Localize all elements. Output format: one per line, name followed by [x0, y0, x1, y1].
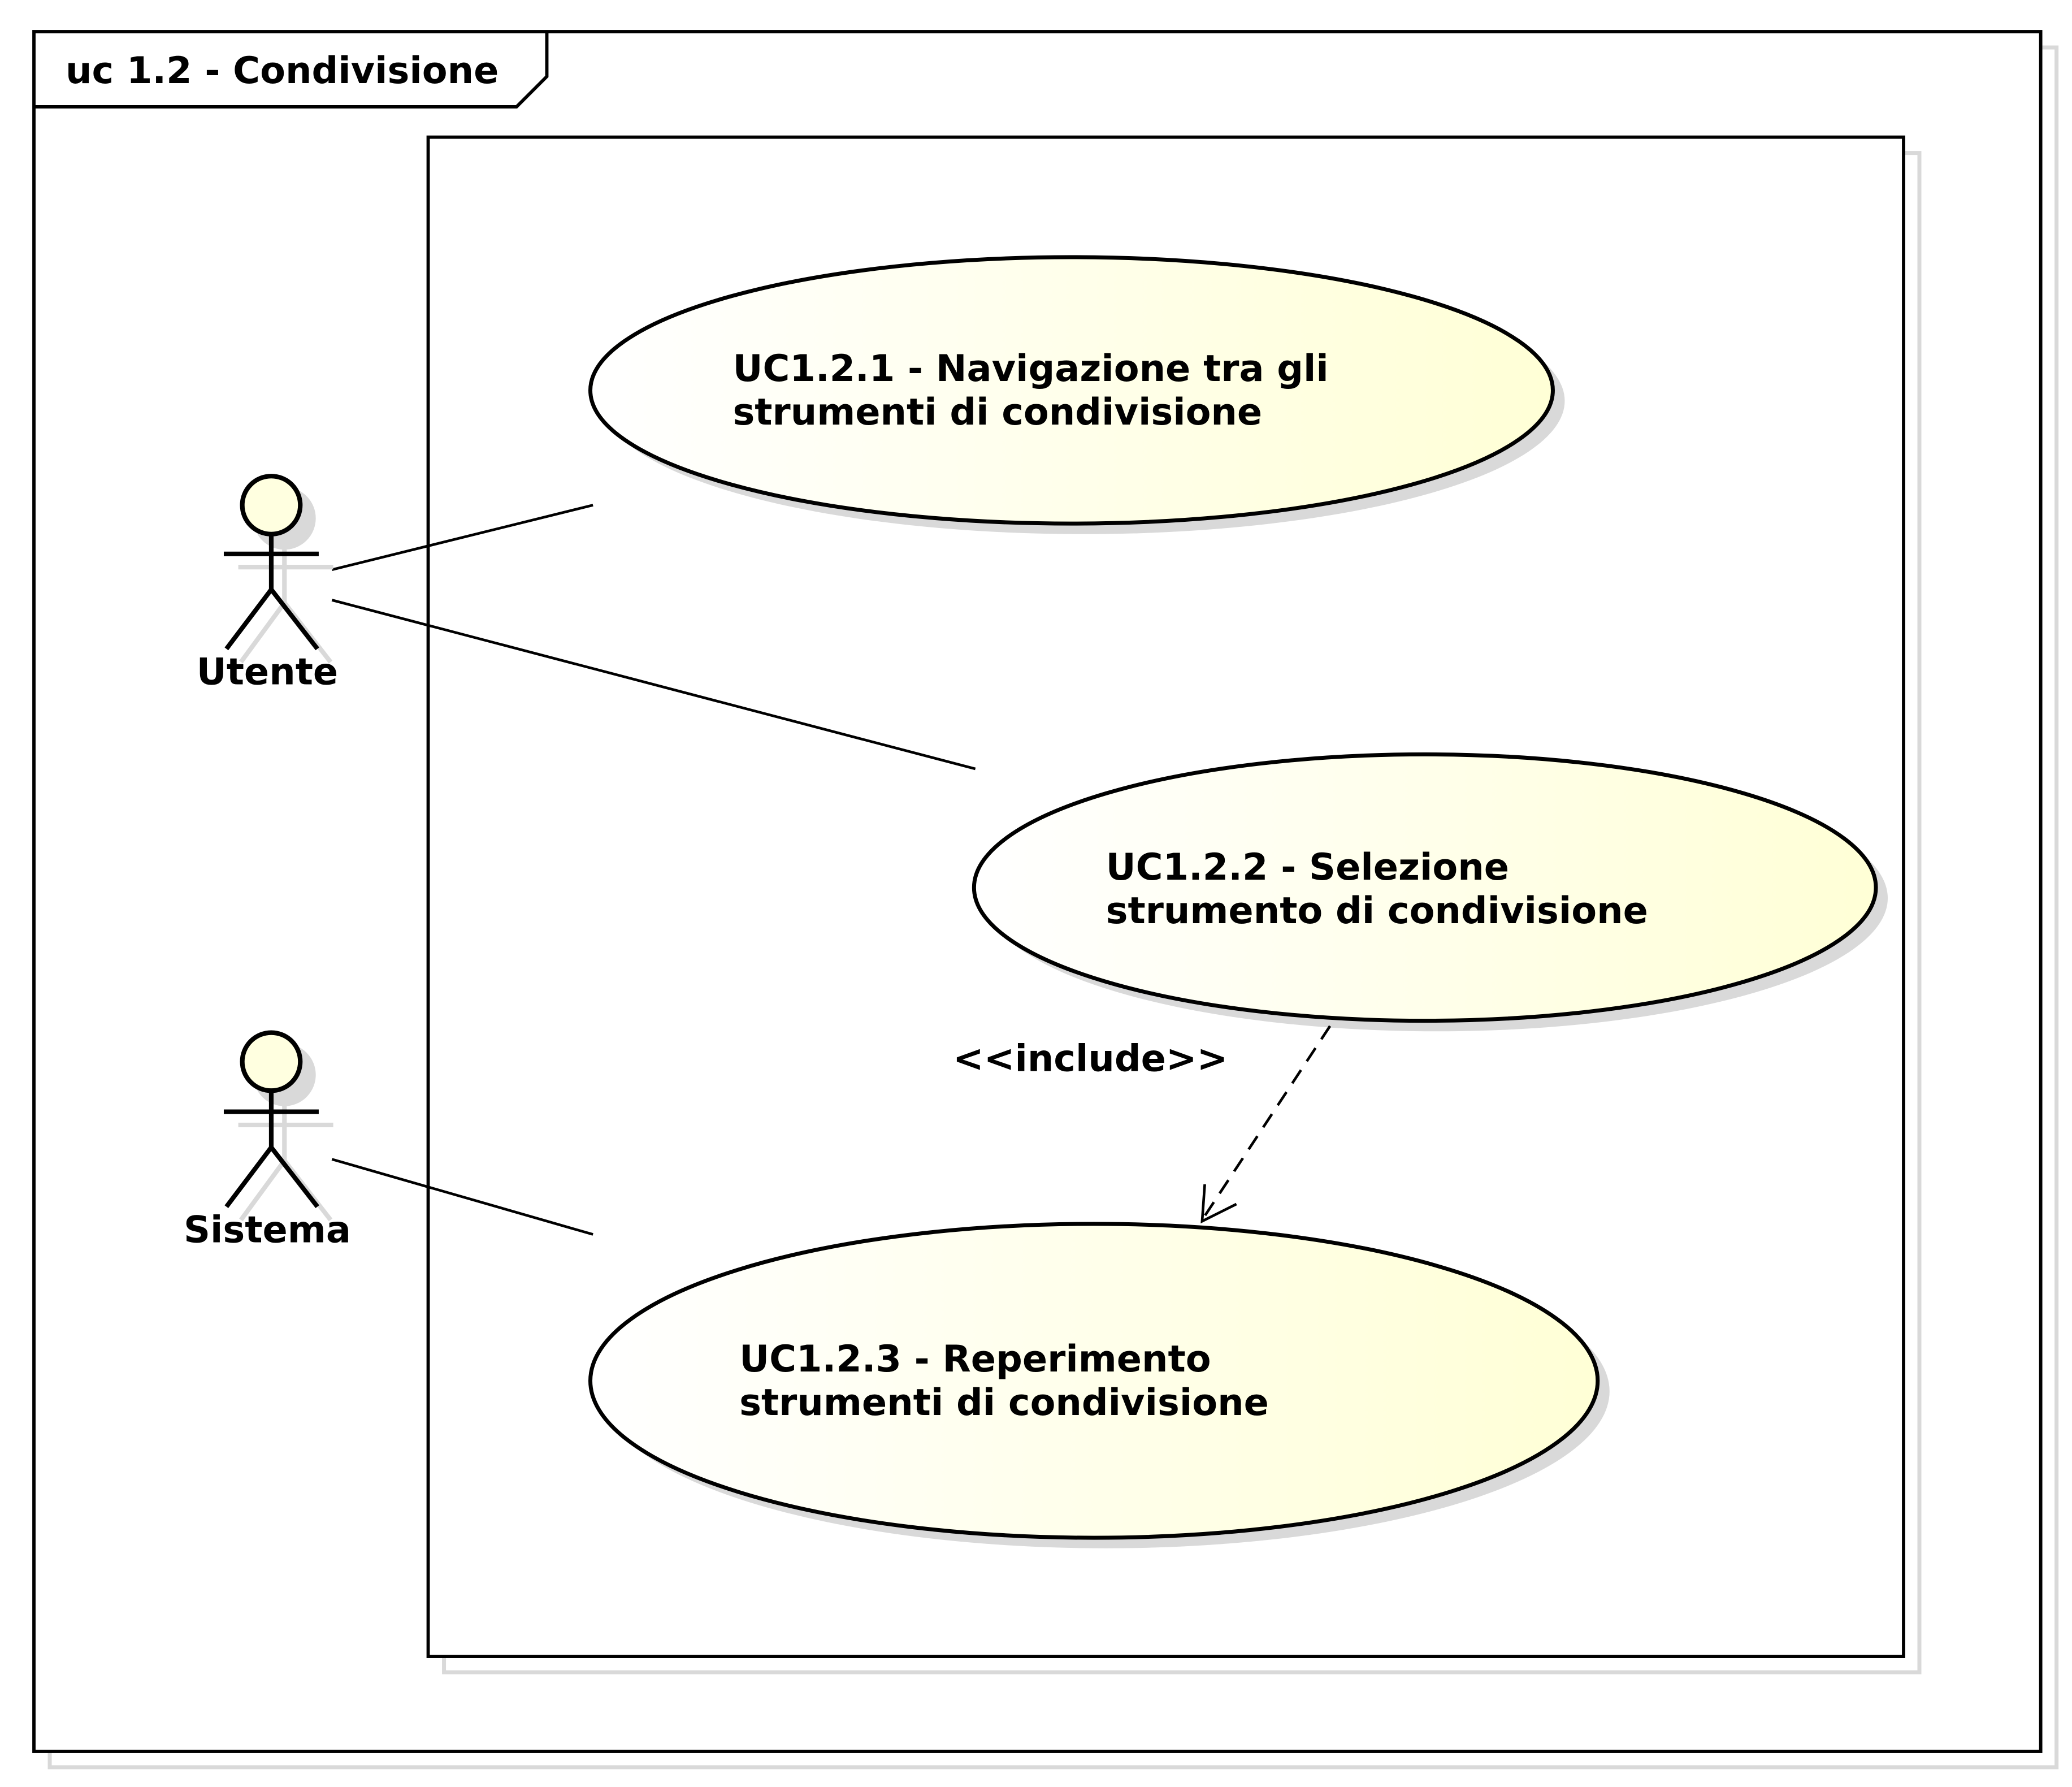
uc2-ellipse	[972, 752, 1878, 1023]
stick-figure-icon	[223, 1030, 319, 1209]
include-dashed-line	[1200, 1025, 1332, 1221]
include-label: <<include>>	[953, 1037, 1228, 1080]
use-case-uc1[interactable]: UC1.2.1 - Navigazione tra gli strumenti …	[588, 255, 1565, 534]
use-case-uc3[interactable]: UC1.2.3 - Reperimento strumenti di condi…	[588, 1222, 1610, 1548]
associations	[331, 504, 976, 1236]
uc3-label-line1: UC1.2.3 - Reperimento	[739, 1338, 1211, 1381]
frame-title-tab	[34, 31, 549, 109]
include-arrowhead	[1200, 1184, 1237, 1224]
uc2-label-line1: UC1.2.2 - Selezione	[1106, 846, 1509, 889]
uc2-label-line2: strumento di condivisione	[1106, 889, 1648, 932]
include-dependency: <<include>>	[953, 1025, 1332, 1224]
stick-figure-icon	[223, 474, 319, 651]
actor-utente-name: Utente	[197, 651, 339, 694]
uc3-label-line2: strumenti di condivisione	[739, 1381, 1269, 1424]
uc1-label-line2: strumenti di condivisione	[732, 391, 1262, 434]
actor-sistema[interactable]: Sistema	[184, 1030, 351, 1252]
use-case-uc2[interactable]: UC1.2.2 - Selezione strumento di condivi…	[972, 752, 1888, 1032]
association-utente-uc1	[331, 504, 593, 572]
actor-sistema-name: Sistema	[184, 1209, 351, 1252]
association-utente-uc2	[331, 599, 976, 771]
uc1-ellipse	[588, 255, 1555, 526]
frame-title: uc 1.2 - Condivisione	[66, 49, 499, 92]
uc1-label-line1: UC1.2.1 - Navigazione tra gli	[732, 347, 1328, 390]
actor-utente[interactable]: Utente	[197, 474, 339, 694]
association-sistema-uc3	[331, 1158, 593, 1236]
uc3-ellipse	[588, 1222, 1600, 1540]
